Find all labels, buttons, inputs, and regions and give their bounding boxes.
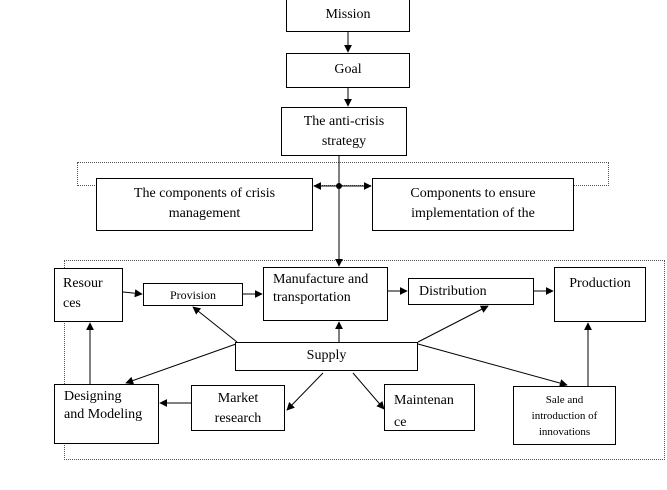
strategy-label: The anti-crisis strategy <box>303 114 385 149</box>
ensure-components-label: Components to ensure implementation of t… <box>410 186 536 221</box>
market-research-label: Market research <box>214 391 262 426</box>
provision-label: Provision <box>169 288 216 302</box>
crisis-components-box <box>96 178 313 231</box>
sale-label: Sale and introduction of innovations <box>531 394 598 438</box>
distribution-label: Distribution <box>419 284 487 299</box>
manufacture-label: Manufacture and transportation <box>273 272 369 305</box>
supply-box <box>235 342 418 371</box>
production-label: Production <box>569 276 631 291</box>
production-box <box>554 267 646 322</box>
supply-to-sale-arrow <box>417 343 568 387</box>
designing-box <box>54 384 159 444</box>
resources-to-provision-arrow <box>122 289 143 298</box>
supply-to-maintenance-arrow <box>352 372 385 410</box>
ensure-components-box <box>372 178 574 231</box>
goal-box <box>286 53 410 88</box>
mission-label: Mission <box>325 7 371 22</box>
designing-label: Designing and Modeling <box>64 389 143 422</box>
market-research-box <box>191 385 285 431</box>
maintenance-box <box>384 384 475 431</box>
operations-group-frame <box>64 260 665 460</box>
mission-box <box>286 0 410 32</box>
junction-dot <box>336 183 342 189</box>
strategy-box <box>281 107 407 156</box>
supply-label: Supply <box>306 348 347 363</box>
goal-label: Goal <box>334 62 362 77</box>
supply-to-market-arrow <box>286 372 324 411</box>
crisis-components-label: The components of crisis management <box>133 186 276 221</box>
distribution-box <box>408 278 534 305</box>
supply-to-provision-arrow <box>192 306 238 343</box>
resources-label: Resour ces <box>63 276 103 311</box>
maintenance-label: Maintenan ce <box>394 393 454 430</box>
supply-to-designing-arrow <box>125 343 237 385</box>
resources-box <box>54 268 123 322</box>
provision-box <box>143 283 243 306</box>
supply-to-distribution-arrow <box>417 305 489 343</box>
manufacture-box <box>263 267 388 321</box>
